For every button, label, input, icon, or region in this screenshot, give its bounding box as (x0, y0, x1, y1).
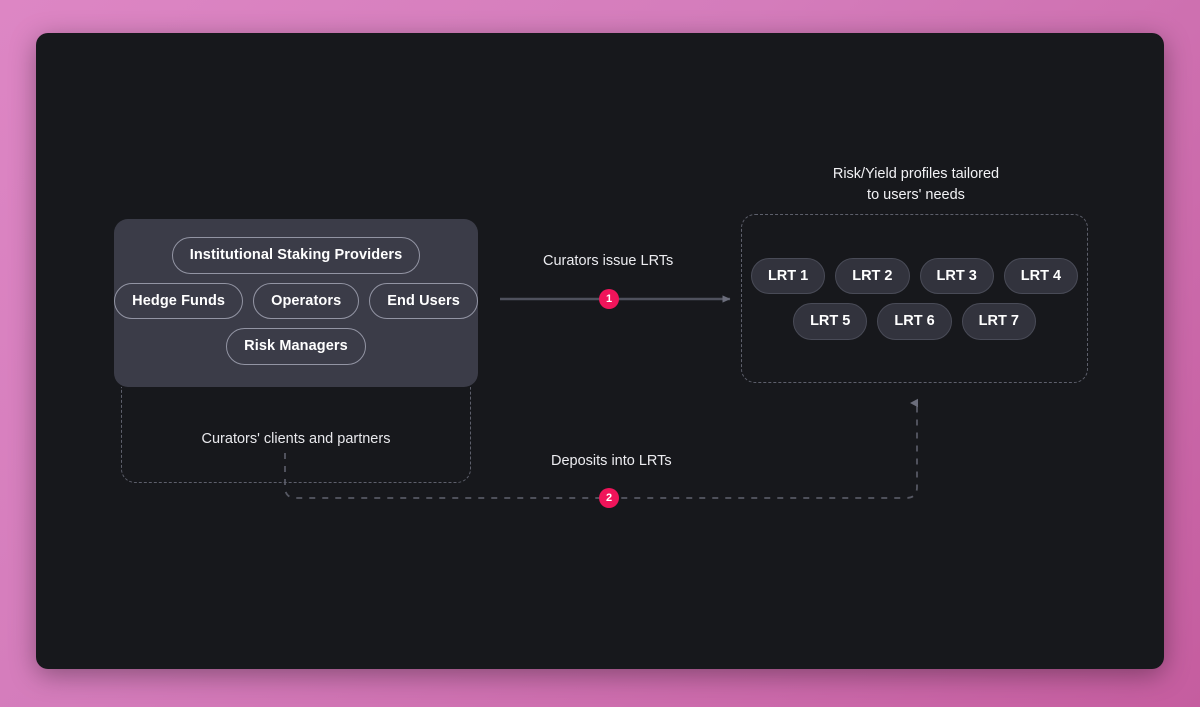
actor-row: Institutional Staking Providers (171, 237, 421, 274)
connector-label-issue-lrts: Curators issue LRTs (543, 253, 674, 269)
curators-clients-dashed-box: Curators' clients and partners (121, 387, 471, 483)
lrt-pill-6[interactable]: LRT 6 (877, 303, 952, 340)
actor-pill-institutional-staking-providers[interactable]: Institutional Staking Providers (171, 237, 421, 274)
lrt-pill-1[interactable]: LRT 1 (750, 257, 826, 294)
lrt-pill-5[interactable]: LRT 5 (793, 303, 868, 340)
curators-clients-caption: Curators' clients and partners (201, 430, 391, 447)
lrt-row: LRT 5 LRT 6 LRT 7 (793, 303, 1036, 340)
lrt-row: LRT 1 LRT 2 LRT 3 LRT 4 (750, 257, 1079, 294)
step-badge-2: 2 (599, 488, 619, 508)
actor-row: Hedge Funds Operators End Users (114, 282, 478, 319)
connector-label-deposits-into-lrts: Deposits into LRTs (551, 453, 672, 469)
actor-row: Risk Managers (226, 328, 366, 365)
lrt-heading-line-2: to users' needs (867, 187, 965, 203)
lrt-pill-3[interactable]: LRT 3 (919, 257, 994, 294)
actor-pill-end-users[interactable]: End Users (369, 282, 478, 319)
lrt-pill-4[interactable]: LRT 4 (1003, 257, 1079, 294)
curators-clients-card: Institutional Staking Providers Hedge Fu… (114, 219, 478, 387)
step-badge-1: 1 (599, 289, 619, 309)
actor-pill-hedge-funds[interactable]: Hedge Funds (114, 282, 244, 319)
lrt-container: LRT 1 LRT 2 LRT 3 LRT 4 LRT 5 LRT 6 LRT … (741, 214, 1088, 383)
lrt-pill-2[interactable]: LRT 2 (835, 257, 910, 294)
diagram-canvas: Institutional Staking Providers Hedge Fu… (36, 33, 1164, 669)
lrt-heading-line-1: Risk/Yield profiles tailored (832, 166, 1000, 182)
lrt-group-heading: Risk/Yield profiles tailored to users' n… (741, 164, 1091, 206)
actor-pill-risk-managers[interactable]: Risk Managers (226, 328, 366, 365)
actor-pill-operators[interactable]: Operators (253, 282, 360, 319)
lrt-pill-7[interactable]: LRT 7 (961, 303, 1036, 340)
